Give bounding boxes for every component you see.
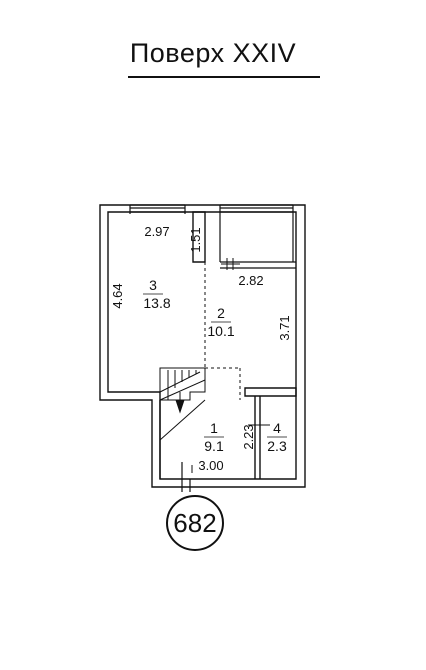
dim-room1-width: 3.00: [198, 458, 223, 473]
apartment-number: 682: [173, 508, 216, 538]
floor-title: Поверх XXIV: [129, 38, 297, 68]
window-room3: [129, 204, 186, 214]
dim-room3-width: 2.97: [144, 224, 169, 239]
door-mark: [221, 258, 240, 270]
dim-room2-depth: 3.71: [277, 315, 292, 340]
dim-room1-depth: 2.23: [241, 424, 256, 449]
dim-room3-depth: 4.64: [110, 283, 125, 308]
room4-area: 2.3: [267, 438, 287, 454]
dimension-ticks: [191, 424, 270, 473]
room1-id: 1: [210, 420, 218, 436]
room1-area: 9.1: [204, 438, 224, 454]
staircase: [159, 367, 206, 441]
dim-balcony-depth: 1.51: [188, 227, 203, 252]
room2-id: 2: [217, 305, 225, 321]
dim-room2-width: 2.82: [238, 273, 263, 288]
title-underline: [128, 76, 320, 78]
partition-dashed: [204, 262, 241, 400]
entrance: [181, 462, 191, 492]
room2-area: 10.1: [207, 323, 234, 339]
room3-area: 13.8: [143, 295, 170, 311]
room3-id: 3: [149, 277, 157, 293]
apartment-badge: 682: [166, 495, 224, 551]
room4-id: 4: [273, 420, 281, 436]
window-room2: [219, 204, 296, 269]
